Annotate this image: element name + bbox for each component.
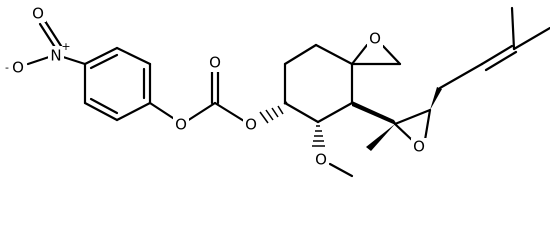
bond-epox-o-c2 [423,108,432,142]
prenyl-chain [438,6,550,90]
ring-bond-5 [83,101,119,122]
hashed-bond-c-ome [312,125,325,147]
bond-c-me1 [512,26,550,51]
bond-c-me2 [510,6,516,51]
side-epoxide [352,87,442,151]
wedge-bond-methyl [366,124,395,151]
chex-bond-2 [314,43,354,66]
ring-bond-4 [115,101,152,122]
wedge-bond-chain [430,87,442,110]
bond-o-methyl [328,162,354,178]
bond-o-ch2 [381,44,402,66]
bond-spiro-o [350,43,369,66]
chex-bond-4 [316,101,354,124]
ring-inner-bond-1 [89,53,119,70]
chex-bond-5 [283,101,320,124]
hashed-bond-c-o [259,101,288,124]
atom-labels: O N + O - O O O O O [5,4,427,169]
atom-carbonyl-o: O [209,54,221,72]
bond-c-o-ring [213,101,246,123]
bond-n-ring [58,54,87,66]
nitrophenyl-group [26,19,178,122]
chex-bond-1 [283,43,318,66]
chemical-structure-diagram: O N + O - O O O O O [5,4,550,178]
bond-ch2-ch [438,62,484,90]
atom-nitro-n: N [50,47,61,65]
atom-carbonate-o-ring: O [245,116,257,134]
ring-bond-1 [83,46,119,66]
bond-epox-c1-o [393,122,414,142]
atom-spiro-epoxide-o: O [369,30,381,48]
molecule-svg: O N + O - O O O O O [5,4,550,178]
bond-ring-o-aryl [148,101,178,122]
ring-inner-bond-3 [89,97,119,115]
atom-side-epoxide-o: O [413,138,425,156]
bond-o-aryl-c [185,101,217,123]
bond-ch-c-double-a [480,44,514,66]
bond-epox-c1-c2 [393,108,432,126]
atom-nitro-o-left: O [12,59,24,77]
bond-ch-c-double-b [484,50,518,72]
carbonate-group [185,69,246,123]
charge-nitro-o: - [5,61,9,74]
atom-methoxy-o: O [315,151,327,169]
atom-carbonate-o-aryl: O [175,116,187,134]
spiro-epoxide [350,43,402,66]
wedge-bond-ring-epox [352,101,398,126]
bond-n-o-double-b [43,19,65,51]
ring-bond-2 [115,46,152,66]
atom-nitro-o-top: O [32,5,44,23]
cyclohexane-ring [259,43,354,178]
charge-nitro-n: + [61,40,70,53]
